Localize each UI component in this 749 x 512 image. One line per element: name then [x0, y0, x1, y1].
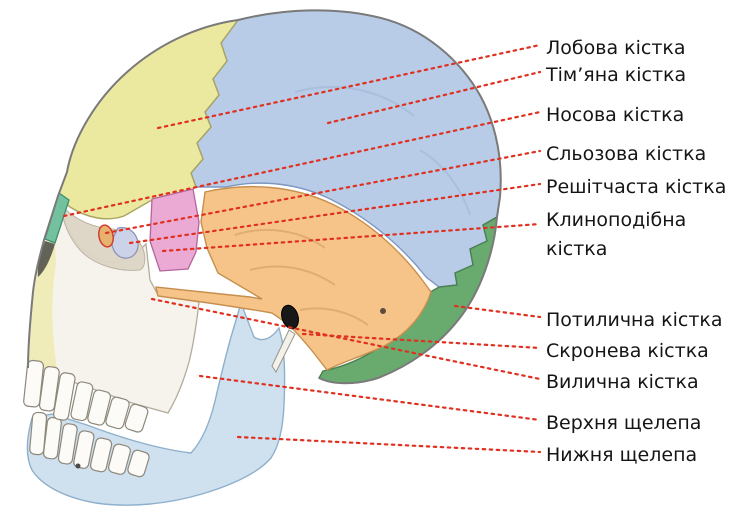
leader-line-nasal [62, 110, 542, 218]
temporal-bone-region [155, 185, 432, 371]
ethmoid-bone-region [111, 227, 139, 259]
skull-outline [27, 9, 502, 385]
maxilla-front-shading [28, 240, 58, 375]
leader-line-temporal [301, 332, 542, 350]
suture-mark [380, 308, 386, 314]
label-frontal-bone: Лобова кістка [546, 37, 686, 59]
label-occipital-bone: Потилична кістка [546, 309, 723, 331]
label-sphenoid-bone: Клиноподібна кістка [546, 209, 687, 261]
leader-line-mandible [236, 435, 542, 454]
label-mandible: Нижня щелепа [546, 444, 698, 466]
label-maxilla: Верхня щелепа [546, 412, 702, 434]
label-lacrimal-bone: Сльозова кістка [546, 143, 707, 165]
label-ethmoid-bone: Решітчаста кістка [546, 176, 727, 198]
temporal-texture [234, 228, 369, 326]
leader-line-occipital [453, 304, 542, 319]
lower-teeth [29, 411, 150, 478]
leader-line-sphenoid [161, 222, 542, 253]
label-temporal-bone: Скронева кістка [546, 340, 709, 362]
leader-line-frontal [156, 43, 542, 130]
label-zygomatic-bone: Вилична кістка [546, 371, 699, 393]
label-parietal-bone: Тім’яна кістка [546, 64, 687, 86]
leader-lines [62, 43, 542, 454]
leader-line-zygomatic [150, 297, 542, 381]
leader-line-ethmoid [128, 182, 542, 245]
label-nasal-bone: Носова кістка [546, 104, 685, 126]
upper-teeth [23, 359, 149, 433]
ear-canal [281, 304, 299, 330]
leader-line-maxilla [198, 374, 542, 422]
mandible-region [26, 300, 286, 506]
sphenoid-bone-region [149, 188, 200, 272]
parietal-texture [294, 86, 471, 216]
leader-line-parietal [326, 70, 542, 125]
lacrimal-bone-region [98, 224, 114, 248]
styloid-process [271, 329, 296, 373]
mental-foramen [75, 463, 81, 469]
